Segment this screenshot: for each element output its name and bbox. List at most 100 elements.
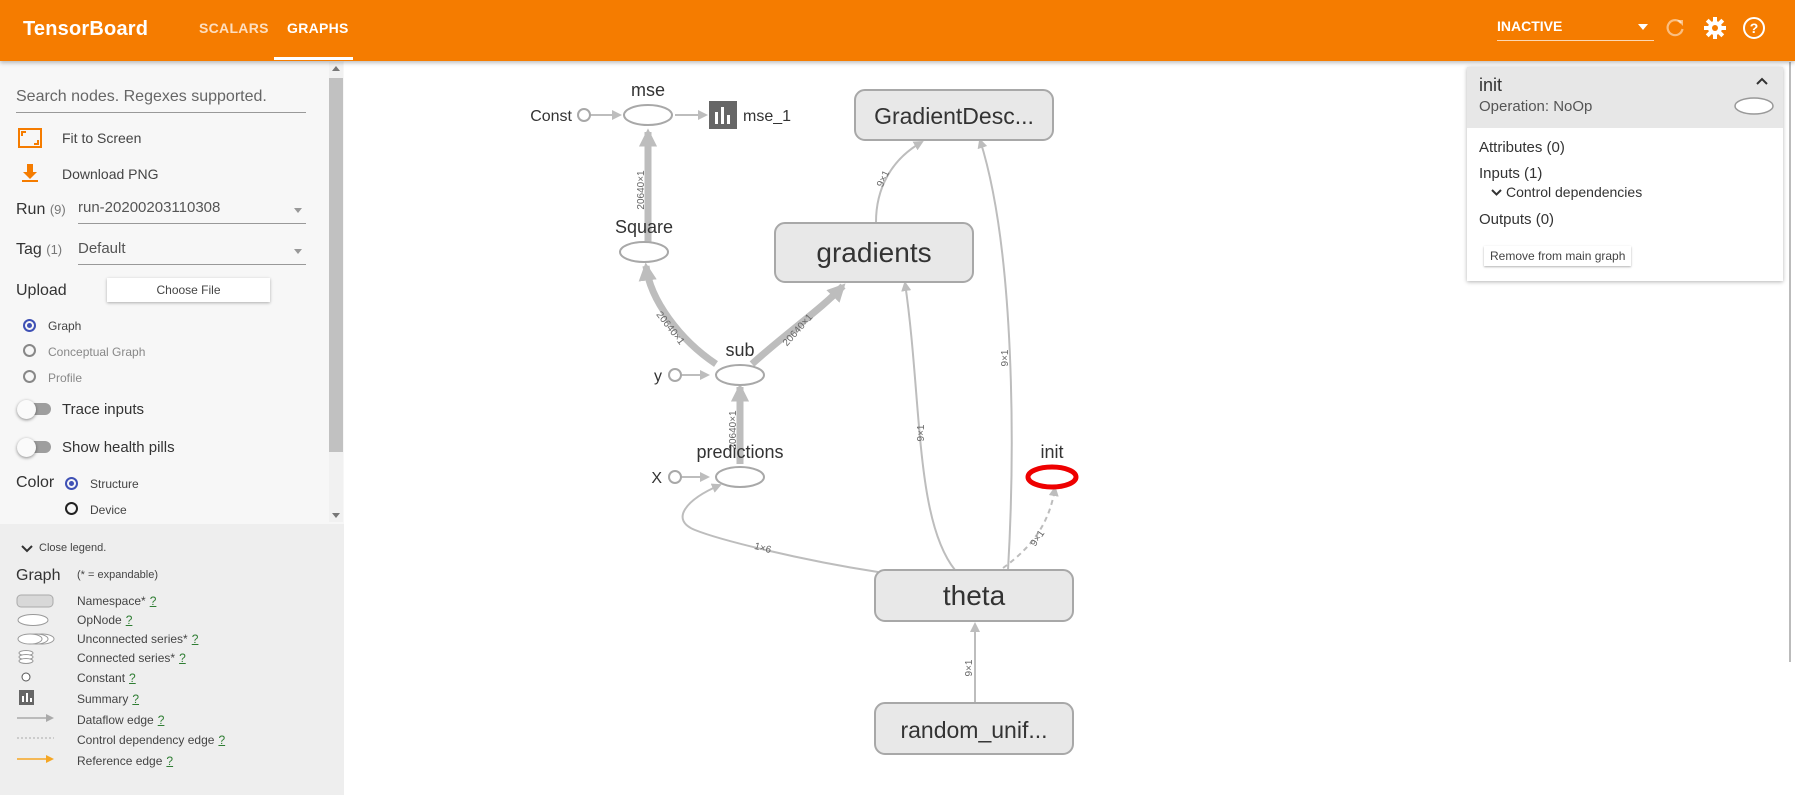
legend-help-link[interactable]: ? [132,692,140,706]
radio-profile[interactable] [23,370,36,383]
tab-scalars[interactable]: SCALARS [199,20,269,36]
node-mse-1[interactable]: mse_1 [709,101,791,129]
chevron-down-icon[interactable] [1491,188,1502,197]
chevron-down-icon [294,208,302,213]
node-square[interactable]: Square [615,217,673,263]
node-sub[interactable]: sub [715,340,765,386]
chevron-down-icon [1638,24,1648,30]
node-y[interactable]: y [654,368,682,385]
scroll-thumb[interactable] [329,78,343,452]
download-png-button[interactable]: Download PNG [62,166,159,182]
chevron-up-icon[interactable] [1756,77,1768,87]
svg-text:X: X [651,470,662,487]
node-theta[interactable]: theta [874,569,1074,622]
run-select[interactable]: run-20200203110308 [78,199,306,224]
radio-conceptual-label: Conceptual Graph [48,345,146,359]
node-gradient-descent[interactable]: GradientDesc... [854,89,1054,141]
svg-text:gradients: gradients [816,237,931,268]
legend-help-link[interactable]: ? [191,632,199,646]
opnode-icon [1734,97,1774,115]
trace-inputs-toggle[interactable] [17,400,52,419]
health-pills-toggle[interactable] [17,438,52,457]
edge-label-pred-sub: 20640×1 [728,410,739,450]
node-gradients[interactable]: gradients [774,222,974,283]
graph-canvas[interactable]: 20640×1 20640×1 20640×1 20640×1 9×1 9×1 … [344,61,1795,795]
node-x[interactable]: X [651,470,682,487]
node-info-card: init Operation: NoOp Attributes (0) Inpu… [1467,67,1783,281]
scroll-down-icon[interactable] [332,513,340,518]
legend-connected-series: Connected series*? [77,651,186,665]
node-init[interactable]: init [1025,442,1079,490]
svg-text:init: init [1040,442,1063,462]
legend-unconnected-series: Unconnected series*? [77,632,199,646]
edge-label-theta-grad: 9×1 [916,424,927,441]
active-tab-indicator [274,57,353,60]
control-edge-swatch-icon [17,737,54,739]
trace-inputs-label: Trace inputs [62,401,144,418]
radio-graph-label: Graph [48,319,82,333]
chevron-down-icon[interactable] [21,544,33,554]
gear-icon[interactable] [1703,16,1727,40]
edge-gradients-gd[interactable] [875,141,924,223]
info-outputs[interactable]: Outputs (0) [1479,211,1555,228]
edge-theta-gd[interactable] [977,138,1013,571]
legend-opnode: OpNode? [77,613,133,627]
page-scrollbar[interactable] [1789,62,1791,662]
legend-control-edge: Control dependency edge? [77,733,226,747]
legend-help-link[interactable]: ? [149,594,157,608]
edge-label-theta-init: 9×1 [1029,528,1048,549]
search-input[interactable]: Search nodes. Regexes supported. [16,88,306,113]
reference-edge-swatch-icon [17,755,54,763]
reload-icon[interactable] [1664,16,1686,40]
close-legend-link[interactable]: Close legend. [39,542,107,554]
legend-help-link[interactable]: ? [157,713,165,727]
node-predictions[interactable]: predictions [696,442,784,488]
graph-edges [590,110,1059,702]
info-inputs[interactable]: Inputs (1) [1479,165,1543,182]
status-dropdown[interactable]: INACTIVE [1497,18,1654,41]
fit-to-screen-icon[interactable] [18,128,42,148]
legend-help-link[interactable]: ? [125,613,133,627]
radio-device-label: Device [90,503,127,517]
edge-theta-init[interactable] [1002,486,1059,569]
remove-from-main-graph-button[interactable]: Remove from main graph [1484,246,1632,266]
radio-color-device[interactable] [65,502,78,515]
help-icon[interactable]: ? [1742,16,1766,40]
radio-conceptual-graph[interactable] [23,344,36,357]
legend-constant: Constant? [77,671,136,685]
search-placeholder: Search nodes. Regexes supported. [16,88,267,105]
svg-text:?: ? [1750,20,1759,36]
edge-label-rand-theta: 9×1 [964,659,975,676]
edge-sub-gradients[interactable] [749,283,846,367]
sidebar-scrollbar[interactable] [329,62,343,522]
upload-label: Upload [16,282,67,299]
opnode-swatch-icon [17,614,49,626]
choose-file-button[interactable]: Choose File [107,278,270,302]
svg-text:predictions: predictions [696,442,783,462]
info-control-dependencies[interactable]: Control dependencies [1506,184,1643,200]
fit-to-screen-button[interactable]: Fit to Screen [62,130,142,146]
node-random-uniform[interactable]: random_unif... [874,702,1074,755]
radio-color-structure[interactable] [65,477,78,490]
radio-graph[interactable] [23,319,36,332]
node-mse[interactable]: mse [623,80,673,126]
info-attributes[interactable]: Attributes (0) [1479,139,1565,156]
download-icon[interactable] [20,163,40,183]
tag-label: Tag (1) [16,241,63,258]
edge-sub-square[interactable] [638,262,718,367]
legend-help-link[interactable]: ? [218,733,226,747]
legend-help-link[interactable]: ? [129,671,136,685]
svg-text:Square: Square [615,217,673,237]
info-card-operation: Operation: NoOp [1479,98,1593,115]
legend-help-link[interactable]: ? [179,651,186,665]
tag-select[interactable]: Default [78,240,306,265]
legend-help-link[interactable]: ? [166,754,174,768]
scroll-up-icon[interactable] [332,66,340,71]
edge-theta-predictions[interactable] [681,483,879,573]
dataflow-edge-swatch-icon [17,714,54,722]
edge-label-theta-pred: 1×6 [753,541,773,556]
node-const[interactable]: Const [530,108,591,125]
tab-graphs[interactable]: GRAPHS [287,20,349,36]
edge-theta-gradients[interactable] [901,281,956,571]
svg-text:GradientDesc...: GradientDesc... [874,103,1034,129]
